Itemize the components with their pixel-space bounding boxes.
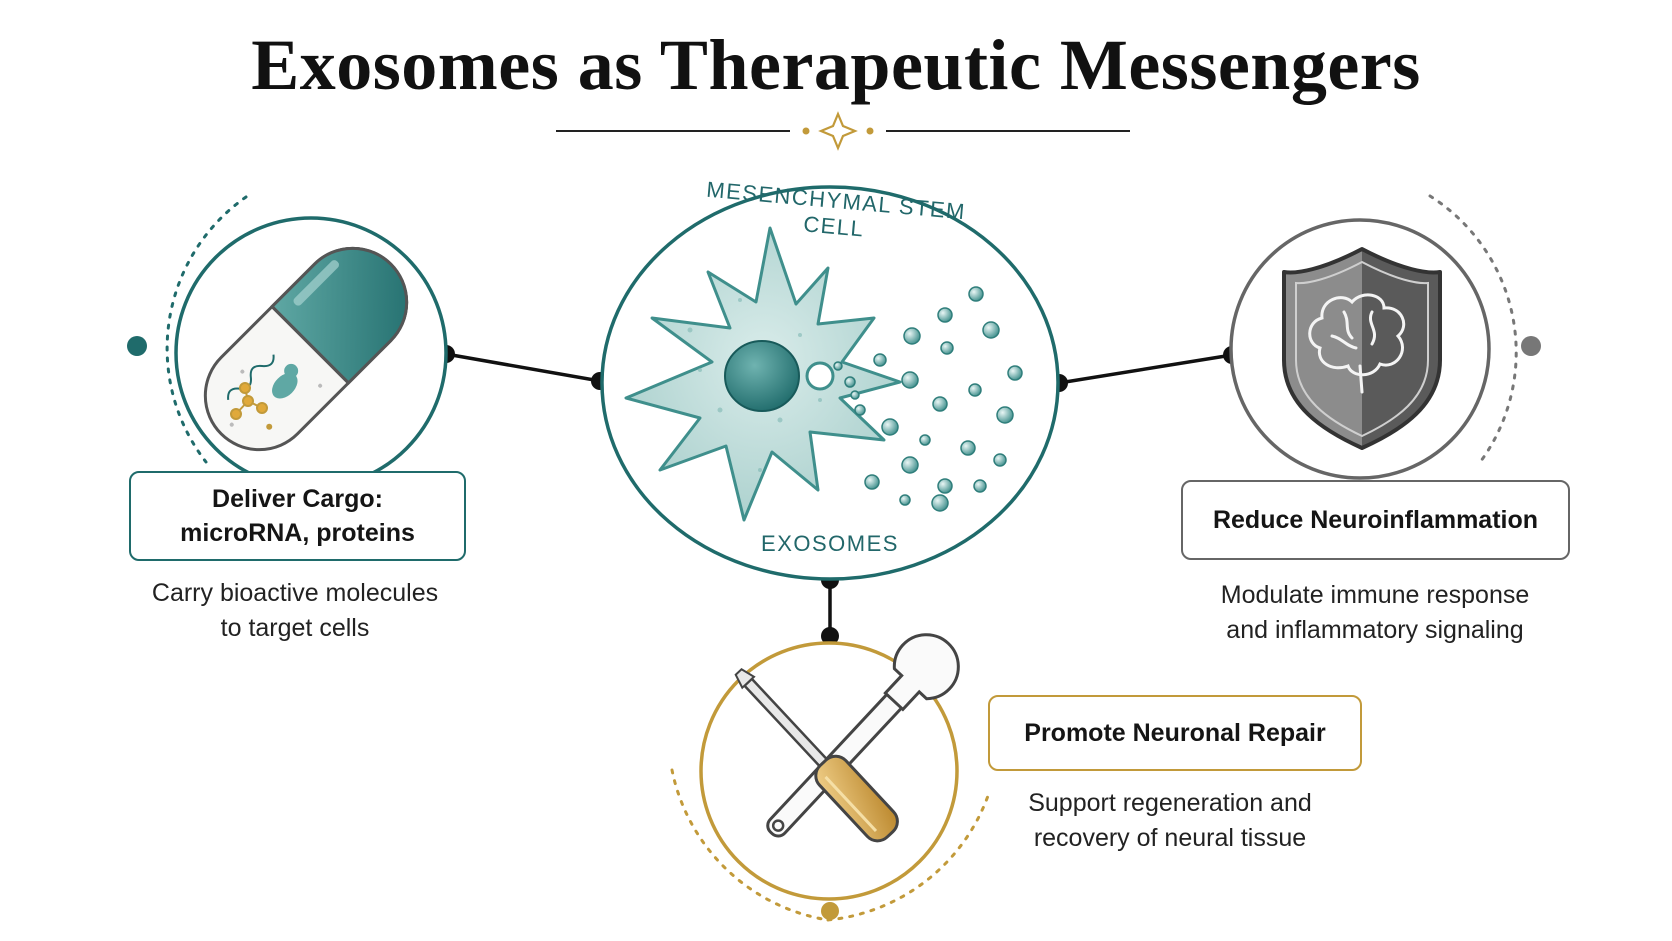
reduce-neuroinflammation-illustration <box>1229 194 1541 480</box>
deliver-cargo-desc-line1: Carry bioactive molecules <box>151 579 439 607</box>
stem-cell-illustration <box>600 185 1060 581</box>
title-divider <box>556 111 1130 151</box>
promote-neuronal-repair-label-box: Promote Neuronal Repair <box>988 695 1362 771</box>
deliver-cargo-description: Carry bioactive molecules to target cell… <box>110 576 480 646</box>
deliver-cargo-desc-line2: to target cells <box>220 614 370 642</box>
nucleus-icon <box>724 340 800 412</box>
budding-vesicle-icon <box>805 361 835 391</box>
brain-shield-icon <box>1282 247 1442 450</box>
page-title: Exosomes as Therapeutic Messengers <box>251 25 1421 105</box>
promote-neuronal-repair-desc-line2: recovery of neural tissue <box>1033 824 1307 852</box>
brain-icon <box>1308 293 1406 394</box>
wrench-screwdriver-icon <box>734 633 960 843</box>
promote-neuronal-repair-description: Support regeneration and recovery of neu… <box>980 786 1360 856</box>
exosomes-label: EXOSOMES <box>761 531 899 556</box>
deliver-cargo-illustration <box>127 195 448 490</box>
capsule-icon <box>203 246 409 452</box>
reduce-neuroinflammation-label-box: Reduce Neuroinflammation <box>1181 480 1570 560</box>
gray-dot-icon <box>1521 336 1541 356</box>
teal-dot-icon <box>127 336 147 356</box>
molecule-icon <box>230 382 268 420</box>
promote-neuronal-repair-desc-line1: Support regeneration and <box>1028 789 1312 817</box>
gold-dot-icon <box>821 902 839 920</box>
promote-neuronal-repair-title: Promote Neuronal Repair <box>1024 719 1326 747</box>
star-ornament-icon <box>818 111 858 151</box>
deliver-cargo-title-line1: Deliver Cargo: <box>212 485 383 513</box>
reduce-neuroinflammation-desc-line1: Modulate immune response <box>1220 581 1530 609</box>
reduce-neuroinflammation-description: Modulate immune response and inflammator… <box>1170 578 1580 648</box>
promote-neuronal-repair-illustration <box>670 633 992 922</box>
reduce-neuroinflammation-title: Reduce Neuroinflammation <box>1212 506 1539 534</box>
reduce-neuroinflammation-desc-line2: and inflammatory signaling <box>1226 616 1524 644</box>
deliver-cargo-title-line2: microRNA, proteins <box>180 519 415 547</box>
exosome-vesicles <box>833 286 1023 512</box>
connectors <box>445 352 1233 636</box>
deliver-cargo-label-box: Deliver Cargo: microRNA, proteins <box>129 471 466 561</box>
